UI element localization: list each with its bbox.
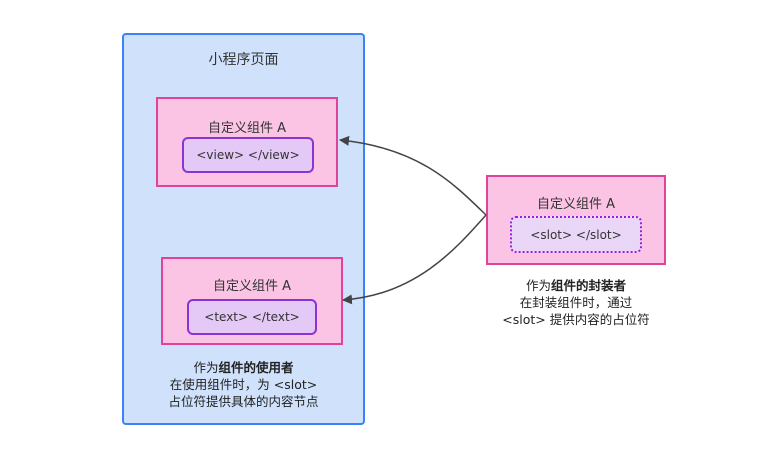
user-note-line3: 占位符提供具体的内容节点 <box>168 394 319 409</box>
user-note: 作为组件的使用者 在使用组件时，为 <slot> 占位符提供具体的内容节点 <box>124 359 363 410</box>
user-note-line2: 在使用组件时，为 <slot> <box>169 377 318 392</box>
wrapper-note-line2: 在封装组件时，通过 <box>519 295 633 310</box>
text-node: <text> </text> <box>187 299 317 335</box>
arrow-to-component-2 <box>342 214 487 305</box>
user-component-2-title: 自定义组件 A <box>212 279 292 294</box>
miniprogram-page-box: 小程序页面 自定义组件 A <view> </view> 自定义组件 A <te… <box>122 33 365 425</box>
arrow-to-component-1 <box>339 135 487 216</box>
page-title: 小程序页面 <box>208 52 279 68</box>
text-node-label: <text> </text> <box>204 310 300 324</box>
wrapper-component-title: 自定义组件 A <box>536 197 616 212</box>
wrapper-component: 自定义组件 A <slot> </slot> <box>486 175 666 265</box>
user-component-2: 自定义组件 A <text> </text> <box>161 257 343 345</box>
wrapper-note-line3: <slot> 提供内容的占位符 <box>502 312 650 327</box>
user-component-1: 自定义组件 A <view> </view> <box>156 97 338 187</box>
wrapper-note: 作为组件的封装者 在封装组件时，通过 <slot> 提供内容的占位符 <box>476 277 676 328</box>
wrapper-note-line1: 作为组件的封装者 <box>525 278 627 293</box>
user-note-line1: 作为组件的使用者 <box>193 360 294 375</box>
slot-node: <slot> </slot> <box>510 216 642 253</box>
user-component-1-title: 自定义组件 A <box>207 121 287 136</box>
view-node: <view> </view> <box>182 137 314 173</box>
